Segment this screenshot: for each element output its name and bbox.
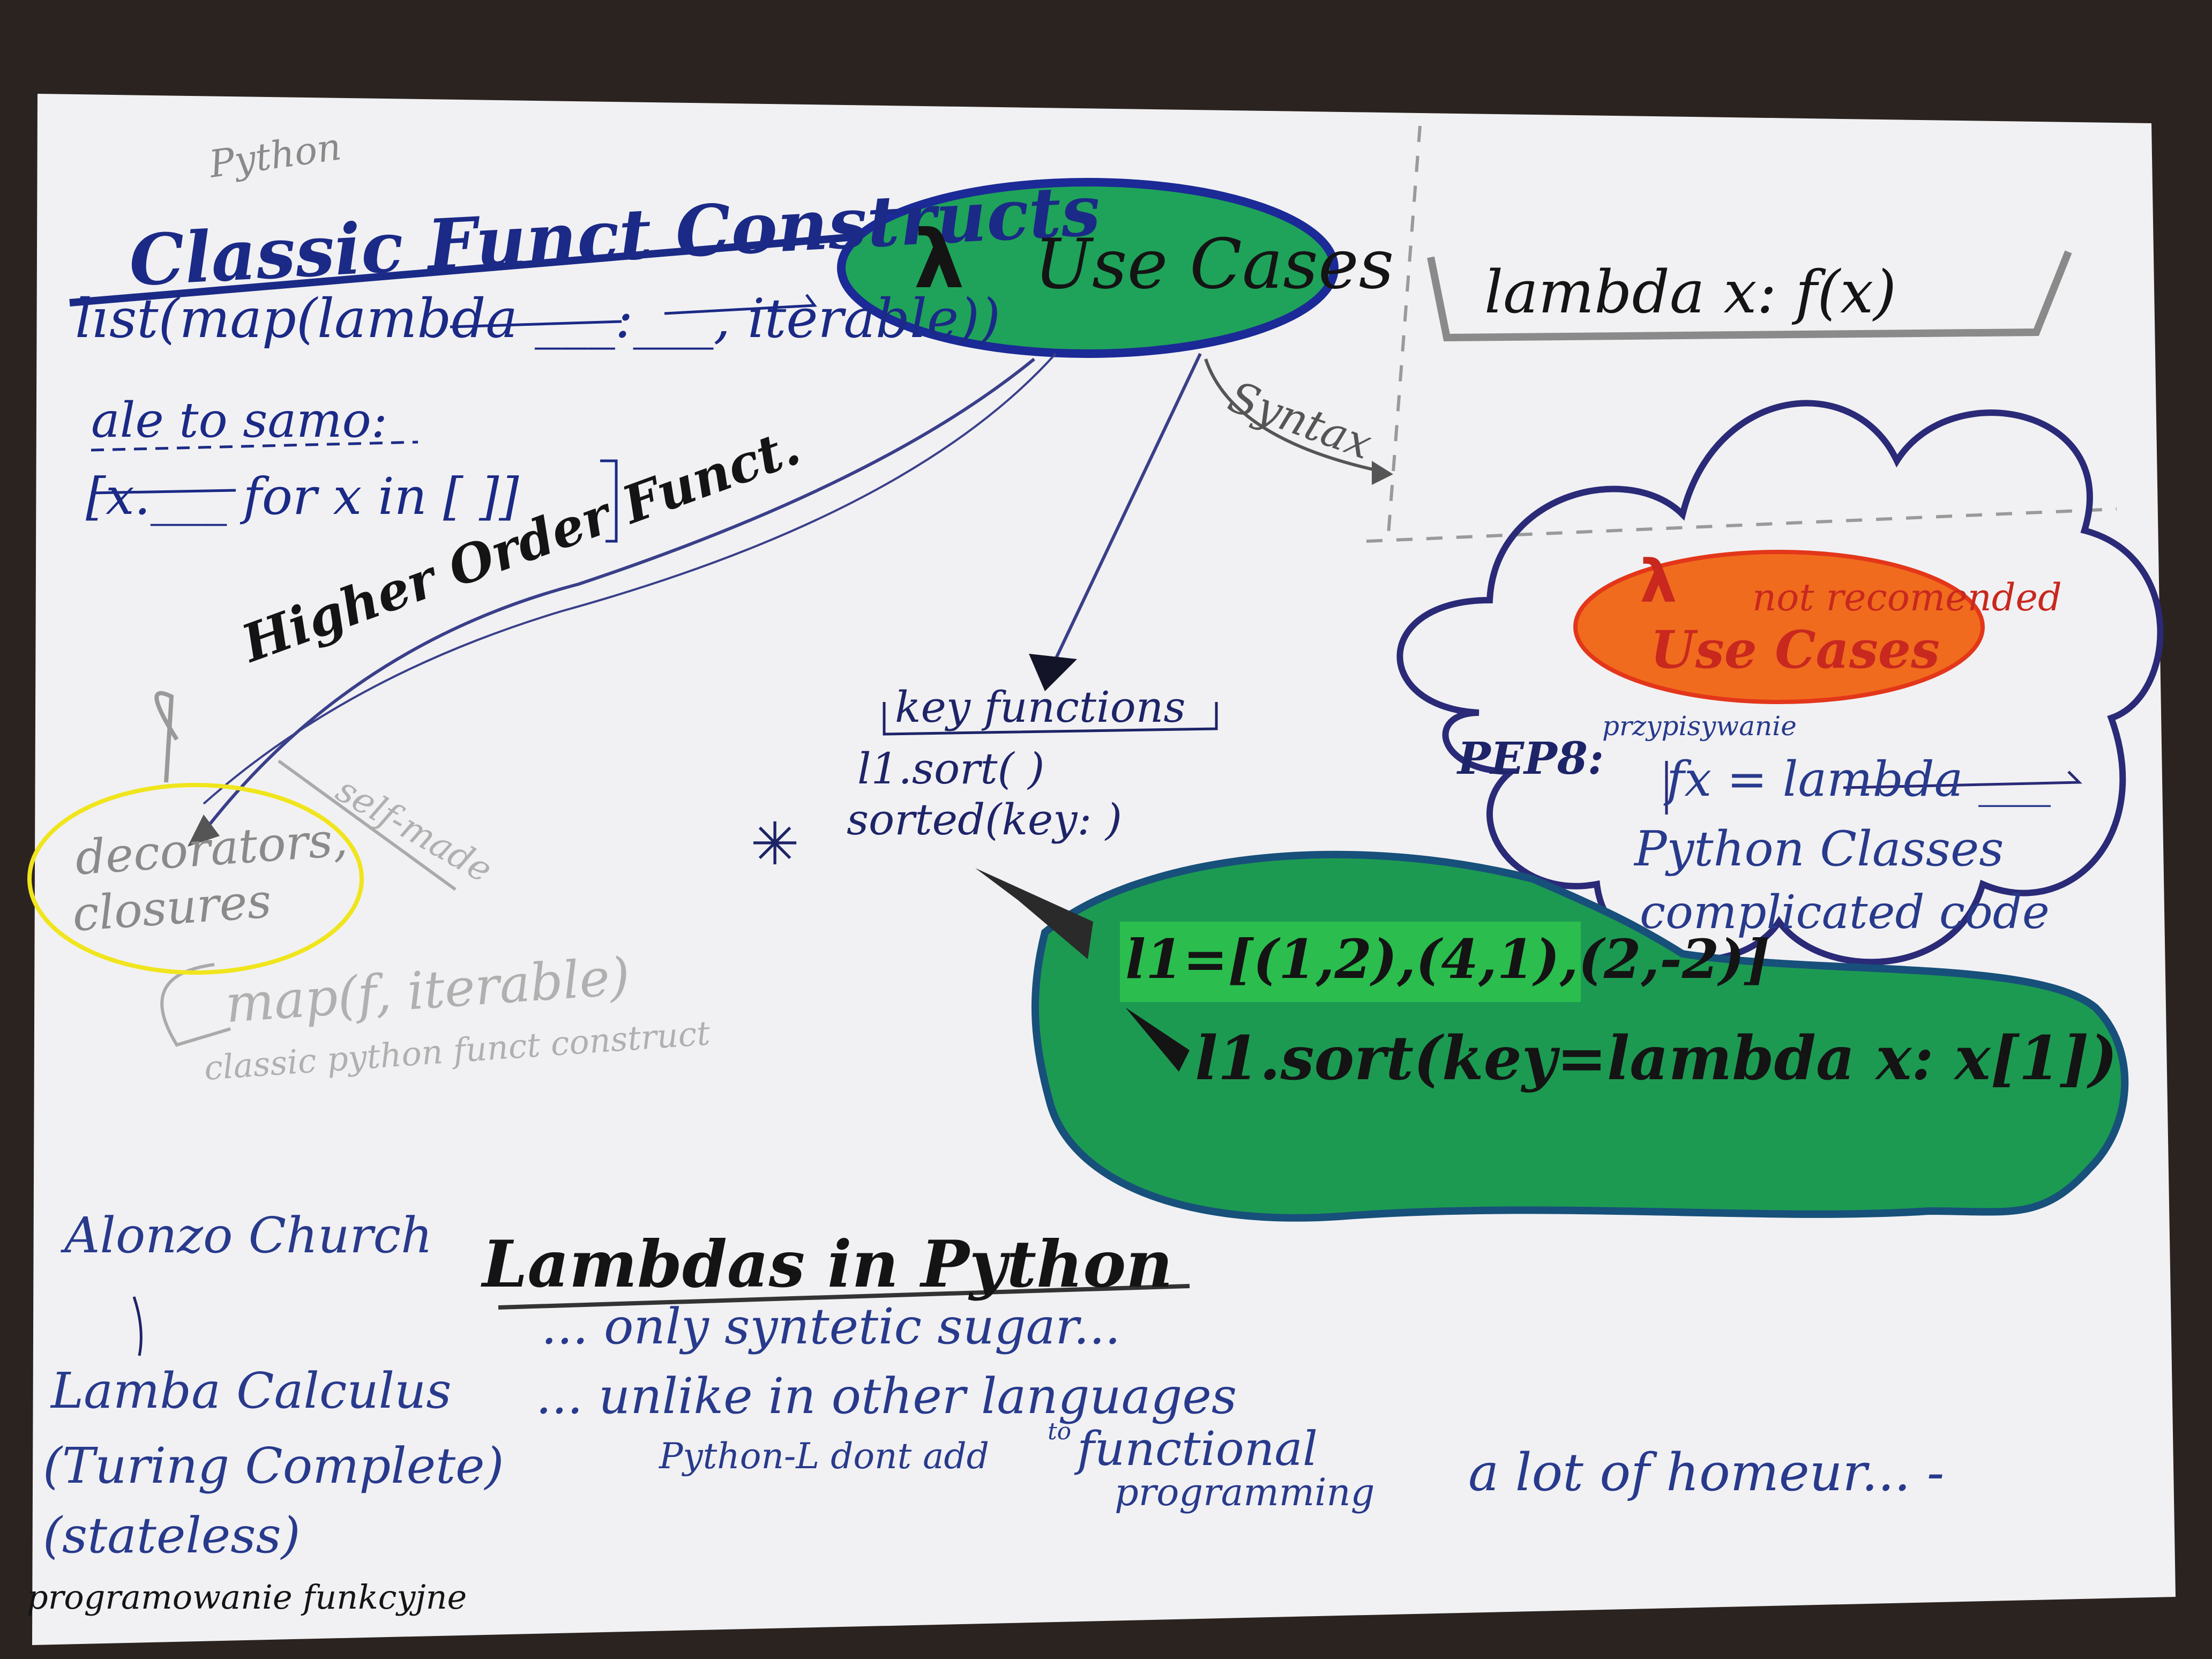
python-l-dont-add: Python-L dont add	[659, 1436, 989, 1477]
alonzo-church-label: Alonzo Church	[64, 1207, 433, 1264]
sorted-key-call: sorted(key: )	[847, 795, 1122, 845]
arrowhead-key-functions	[1029, 654, 1077, 691]
lambda-syntax-frame	[1427, 250, 2072, 342]
turing-complete-label: (Turing Complete)	[43, 1437, 504, 1494]
ale-to-samo-underline	[91, 440, 419, 452]
use-cases-label: Use Cases	[1034, 225, 1394, 304]
arrowhead-syntax	[1372, 461, 1393, 485]
functional-label: functional	[1077, 1421, 1318, 1476]
code-map-lambda: list(map(lambda ___:___, iterable))	[75, 287, 1001, 350]
decorators-highlight-circle	[27, 783, 364, 975]
arrowhead-sort-example	[975, 868, 1093, 959]
arrow-alonzo-to-calculus	[132, 1296, 143, 1356]
lambdas-title-underline	[498, 1284, 1190, 1310]
lambda-syntax-label: lambda x: f(x)	[1484, 258, 1897, 326]
programowanie-label: programowanie funkcyjne	[27, 1578, 467, 1617]
fx-lambda-assign: fx = lambda ___	[1667, 751, 2051, 808]
connector-map	[160, 963, 231, 1047]
question-mark-curve	[154, 691, 179, 783]
l1-list-highlight	[1120, 922, 1581, 1002]
pep8-label: PEP8:	[1458, 733, 1604, 784]
arrowhead-decorators	[188, 814, 220, 847]
listcomp-bracket	[91, 459, 618, 543]
not-recommended-node	[1573, 550, 1985, 704]
l1-sort-lambda-code: l1.sort(key=lambda x: x[1])	[1195, 1023, 2118, 1094]
python-classes-label: Python Classes	[1634, 821, 2004, 877]
lambda-icon: λ	[914, 213, 965, 307]
ale-to-samo: ale to samo:	[91, 392, 387, 449]
complicated-code-label: complicated code	[1640, 886, 2050, 939]
connector-key-functions	[1054, 353, 1202, 660]
only-syntactic-sugar: ... only syntetic sugar...	[541, 1298, 1121, 1355]
title-underline	[69, 232, 869, 307]
arrow-l1-sort	[1125, 1007, 1190, 1072]
code-map-box	[450, 294, 817, 328]
a-lot-of-homeur: a lot of homeur... -	[1468, 1443, 1945, 1503]
closures-label: closures	[70, 873, 273, 942]
use-cases-node	[837, 178, 1339, 358]
stateless-label: (stateless)	[43, 1507, 301, 1564]
separator-horizontal	[1366, 507, 2117, 543]
to-note: to	[1048, 1418, 1072, 1445]
przypisywanie-note: przypisywanie	[1602, 711, 1797, 742]
connector-self-made	[278, 759, 457, 891]
lambda-calculus-label: Lamba Calculus	[51, 1362, 452, 1419]
separator-vertical	[1386, 125, 1422, 542]
star-icon: ✳	[750, 810, 800, 878]
unlike-other-languages: ... unlike in other languages	[536, 1367, 1237, 1425]
programming-label: programming	[1115, 1470, 1375, 1514]
not-recommended-cloud	[1396, 400, 2164, 966]
fx-assign-box	[1665, 761, 2082, 814]
lambdas-in-python-title: Lambdas in Python	[482, 1227, 1173, 1302]
right-use-cases-label: Use Cases	[1650, 619, 1940, 680]
connector-higher-order-2	[203, 353, 1057, 805]
key-functions-bracket	[883, 702, 1218, 736]
lambda-not-recommended-icon: λ	[1640, 547, 1677, 616]
connector-syntax	[1204, 358, 1383, 473]
l-sort-call: l1.sort( )	[857, 744, 1045, 794]
key-functions-label: key functions	[895, 682, 1186, 732]
l1-list-code: l1=[(1,2),(4,1),(2,-2)]	[1125, 928, 1770, 991]
code-list-comprehension: [x.___ for x in [ ]]	[86, 467, 519, 526]
paper-sheet	[32, 94, 2176, 1645]
connector-higher-order	[207, 357, 1035, 826]
not-recommended-label: not recomended	[1752, 576, 2062, 619]
